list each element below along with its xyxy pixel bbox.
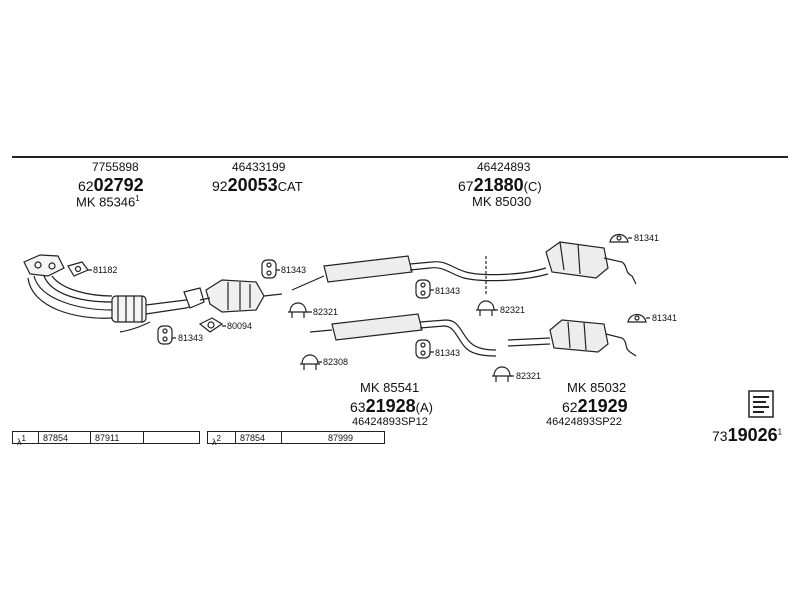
part-number-63-21928: 6321928(A) bbox=[350, 396, 433, 417]
rubber-mount-81343-a-drawing bbox=[157, 325, 173, 345]
part-number-prefix: 62 bbox=[562, 399, 578, 415]
lambda-sup: 2 bbox=[216, 434, 221, 443]
part-number-67-21880: 6721880(C) bbox=[458, 175, 542, 196]
part-label-82321-a: 82321 bbox=[313, 307, 339, 317]
part-label-82308: 82308 bbox=[323, 357, 349, 367]
part-number-prefix: 67 bbox=[458, 178, 474, 194]
part-label-81341-b: 81341 bbox=[652, 313, 678, 323]
part-label-81343-a: 81343 bbox=[178, 333, 204, 343]
lambda-cell-87911: 87911 bbox=[90, 431, 144, 444]
middle-silencer-lower-drawing bbox=[309, 313, 497, 357]
part-label-81341-a: 81341 bbox=[634, 233, 660, 243]
clamp-82308-drawing bbox=[300, 354, 320, 370]
rubber-mount-81343-b-drawing bbox=[261, 259, 277, 279]
part-number-suffix: (A) bbox=[415, 400, 433, 415]
part-number-main: 20053 bbox=[227, 175, 278, 195]
part-number-62-02792: 6202792 bbox=[78, 175, 144, 196]
part-number-92-20053: 9220053CAT bbox=[212, 175, 303, 196]
code-superscript: 1 bbox=[777, 427, 783, 437]
middle-silencer-upper-drawing bbox=[291, 255, 549, 291]
part-label-81182: 81182 bbox=[93, 265, 118, 275]
lambda-symbol: λ bbox=[17, 437, 22, 447]
mk-85541: MK 85541 bbox=[360, 380, 420, 395]
rubber-mount-81343-c-drawing bbox=[415, 279, 431, 299]
rear-muffler-lower-drawing bbox=[507, 319, 637, 357]
gasket-81182-drawing bbox=[67, 261, 89, 277]
mk-85346: MK 853461 bbox=[76, 194, 140, 209]
part-ref-7755898: 7755898 bbox=[92, 160, 139, 174]
lambda-cell-87854-a: 87854 bbox=[38, 431, 91, 444]
hanger-81341-b-drawing bbox=[627, 313, 647, 323]
part-ref-46424893sp12: 46424893SP12 bbox=[352, 416, 428, 428]
rubber-mount-81343-d-drawing bbox=[415, 339, 431, 359]
part-label-81343-c: 81343 bbox=[435, 286, 461, 296]
part-number-62-21929: 6221929 bbox=[562, 396, 628, 417]
rear-muffler-upper-drawing bbox=[545, 241, 637, 285]
part-number-main: 02792 bbox=[93, 175, 144, 195]
part-label-81343-d: 81343 bbox=[435, 348, 461, 358]
lambda-sup: 1 bbox=[21, 434, 26, 443]
code-main: 19026 bbox=[727, 425, 778, 445]
part-label-82321-c: 82321 bbox=[516, 371, 542, 381]
hanger-81341-a-drawing bbox=[609, 233, 629, 243]
part-label-80094: 80094 bbox=[227, 321, 253, 331]
part-number-main: 21928 bbox=[365, 396, 416, 416]
front-pipe-drawing bbox=[23, 254, 205, 333]
mk-85030: MK 85030 bbox=[472, 194, 532, 209]
part-label-82321-b: 82321 bbox=[500, 305, 526, 315]
catalytic-converter-drawing bbox=[199, 279, 283, 313]
part-ref-46424893: 46424893 bbox=[477, 160, 531, 174]
part-number-suffix: (C) bbox=[523, 179, 542, 194]
clamp-82321-b-drawing bbox=[476, 256, 496, 316]
lambda-cell-87999: 87999 bbox=[281, 431, 385, 444]
lambda-cell-empty bbox=[143, 431, 200, 444]
lambda-cell-87854-b: 87854 bbox=[235, 431, 282, 444]
diagram-code: 73190261 bbox=[712, 425, 782, 446]
part-number-main: 21880 bbox=[473, 175, 524, 195]
part-number-main: 21929 bbox=[577, 396, 628, 416]
mk-85032: MK 85032 bbox=[567, 380, 627, 395]
header-divider bbox=[12, 156, 788, 158]
part-ref-46433199: 46433199 bbox=[232, 160, 286, 174]
part-number-suffix: CAT bbox=[277, 179, 303, 194]
lambda-symbol: λ bbox=[212, 437, 217, 447]
gasket-80094-drawing bbox=[198, 317, 224, 333]
part-ref-46424893sp22: 46424893SP22 bbox=[546, 416, 622, 428]
code-prefix: 73 bbox=[712, 428, 728, 444]
part-number-prefix: 63 bbox=[350, 399, 366, 415]
manufacturer-logo-icon bbox=[748, 390, 774, 418]
part-number-prefix: 92 bbox=[212, 178, 228, 194]
mk-superscript: 1 bbox=[135, 194, 140, 203]
part-label-81343-b: 81343 bbox=[281, 265, 307, 275]
lambda-cell-1: λ1 bbox=[12, 431, 39, 447]
part-number-prefix: 62 bbox=[78, 178, 94, 194]
lambda-cell-2: λ2 bbox=[207, 431, 236, 447]
clamp-82321-a-drawing bbox=[288, 302, 308, 318]
mk-label: MK 85346 bbox=[76, 194, 136, 210]
clamp-82321-c-drawing bbox=[492, 366, 512, 382]
